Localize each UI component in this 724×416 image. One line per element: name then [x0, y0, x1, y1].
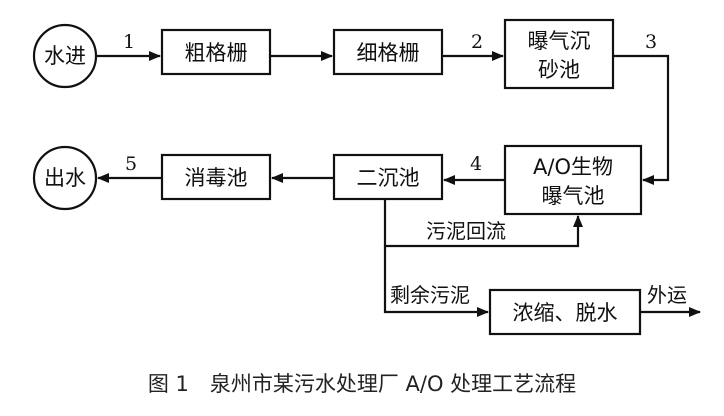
step-number-1: 1	[123, 31, 135, 53]
outflow-node: 出水	[32, 145, 98, 211]
step-number-3: 3	[645, 31, 657, 53]
coarse-screen-node: 粗格栅	[160, 28, 272, 76]
grit-chamber-label-line2: 砂池	[538, 58, 580, 82]
step-number-4: 4	[470, 153, 482, 175]
grit-chamber-label-line1: 曝气沉	[528, 29, 591, 53]
sludge-return-label: 污泥回流	[426, 219, 506, 243]
fine-screen-node: 细格栅	[332, 28, 444, 76]
outflow-label: 出水	[44, 166, 86, 190]
coarse-screen-label: 粗格栅	[185, 41, 248, 65]
grit-chamber-node: 曝气沉 砂池	[503, 18, 615, 90]
disinfection-tank-label: 消毒池	[185, 166, 248, 190]
ao-tank-label-line2: 曝气池	[542, 184, 605, 208]
thicken-dewater-node: 浓缩、脱水	[488, 288, 642, 336]
figure-caption: 图 1 泉州市某污水处理厂 A/O 处理工艺流程	[148, 372, 576, 396]
excess-sludge-label: 剩余污泥	[390, 283, 470, 307]
secondary-clarifier-label: 二沉池	[357, 166, 420, 190]
fine-screen-label: 细格栅	[357, 41, 420, 65]
inflow-node: 水进	[32, 23, 98, 89]
sludge-return-arrow	[383, 199, 583, 248]
ao-tank-label-line1: A/O生物	[533, 155, 613, 179]
step-number-5: 5	[125, 153, 137, 175]
step-number-2: 2	[471, 31, 483, 53]
thicken-dewater-label: 浓缩、脱水	[513, 301, 618, 325]
excess-sludge-arrow	[383, 246, 489, 317]
transport-out-label: 外运	[647, 283, 687, 307]
secondary-clarifier-node: 二沉池	[332, 153, 444, 201]
inflow-label: 水进	[44, 44, 86, 68]
ao-tank-node: A/O生物 曝气池	[503, 144, 643, 216]
disinfection-tank-node: 消毒池	[160, 153, 272, 201]
flow-arrow-3	[613, 54, 670, 185]
